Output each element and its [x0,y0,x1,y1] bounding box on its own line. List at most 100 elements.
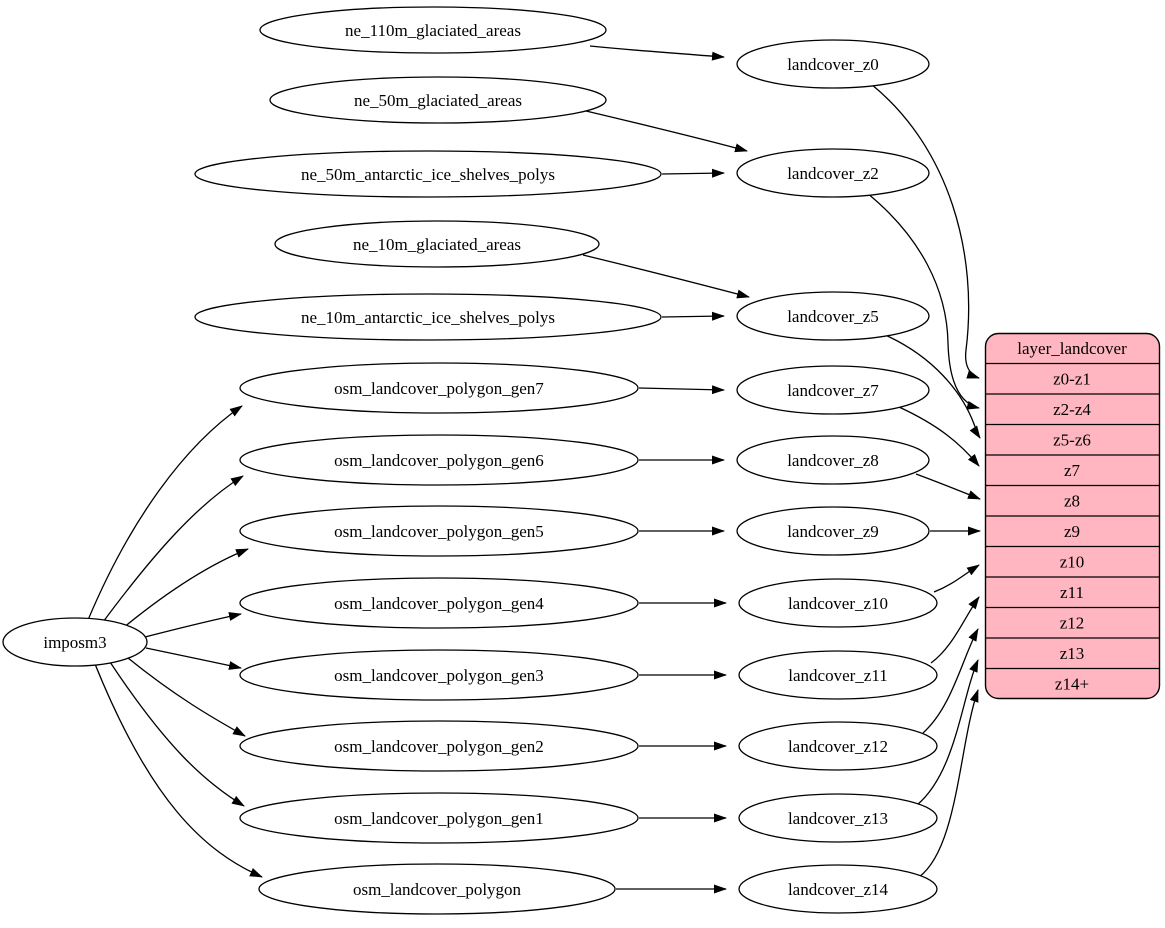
ne-50m-glaciated-areas-label: ne_50m_glaciated_areas [354,91,522,110]
osm-landcover-polygon-ellipse [258,863,616,915]
ne-110m-glaciated-areas-ellipse [259,6,607,54]
landcover-z7-ellipse [736,365,930,415]
node-ne-50m-glaciated-areas: ne_50m_glaciated_areas [269,76,607,124]
edge-ne50m-glaciated-to-z2 [585,110,748,153]
osm-landcover-polygon-gen7-label: osm_landcover_polygon_gen7 [334,379,544,398]
osm-landcover-polygon-gen4-label: osm_landcover_polygon_gen4 [334,594,544,613]
osm-landcover-polygon-gen4-ellipse [239,577,639,629]
edge-gen7-to-z7 [638,385,725,395]
edge-imposm3-to-gen3 [145,647,242,670]
landcover-z2-label: landcover_z2 [787,164,879,183]
landcover-z11-ellipse [738,650,938,700]
landcover-z5-ellipse [736,291,930,341]
osm-landcover-polygon-gen5-label: osm_landcover_polygon_gen5 [334,522,544,541]
osm-landcover-polygon-gen2-ellipse [239,720,639,772]
node-landcover-z14: landcover_z14 [738,864,938,914]
record-row-z8: z8 [1064,492,1080,511]
osm-landcover-polygon-gen6-ellipse [239,434,639,486]
node-landcover-z0: landcover_z0 [736,39,930,89]
ne-10m-antarctic-ice-shelves-polys-label: ne_10m_antarctic_ice_shelves_polys [301,308,555,327]
edge-z14-to-port-z14 [918,689,979,878]
edge-z11-to-port-z11 [930,596,980,664]
landcover-z12-label: landcover_z12 [788,737,888,756]
landcover-z14-label: landcover_z14 [788,880,889,899]
landcover-z13-label: landcover_z13 [788,809,888,828]
edge-imposm3-to-gen1 [109,661,245,807]
ne-10m-glaciated-areas-ellipse [274,220,600,268]
ne-10m-antarctic-ice-shelves-polys-ellipse [194,293,662,341]
edge-imposm3-to-gen7 [87,405,243,621]
osm-landcover-polygon-gen3-label: osm_landcover_polygon_gen3 [334,666,544,685]
node-osm-landcover-polygon-gen3: osm_landcover_polygon_gen3 [239,649,639,701]
layer-landcover-title: layer_landcover [1017,339,1127,358]
edge-z5-to-port-z5-z6 [882,333,981,439]
osm-landcover-polygon-gen6-label: osm_landcover_polygon_gen6 [334,451,544,470]
landcover-z13-ellipse [738,793,938,843]
node-osm-landcover-polygon-gen6: osm_landcover_polygon_gen6 [239,434,639,486]
node-ne-10m-glaciated-areas: ne_10m_glaciated_areas [274,220,600,268]
node-osm-landcover-polygon-gen1: osm_landcover_polygon_gen1 [239,792,639,844]
edge-ne10m-glaciated-to-z5 [582,254,750,299]
node-landcover-z2: landcover_z2 [736,148,930,198]
node-imposm3: imposm3 [2,617,148,667]
node-landcover-z5: landcover_z5 [736,291,930,341]
landcover-z9-label: landcover_z9 [787,522,879,541]
edge-ne10m-antarctic-to-z5 [661,311,725,321]
node-ne-50m-antarctic-ice-shelves-polys: ne_50m_antarctic_ice_shelves_polys [194,150,662,198]
edge-layer [87,45,981,894]
record-row-z2-z4: z2-z4 [1053,400,1091,419]
edge-z10-to-port-z10 [933,564,980,593]
edge-z13-to-port-z13 [916,659,979,806]
edge-z8-to-port-z8 [915,473,981,500]
osm-landcover-polygon-gen1-ellipse [239,792,639,844]
osm-landcover-polygon-gen3-ellipse [239,649,639,701]
record-row-z14: z14+ [1055,675,1089,694]
edge-z2-to-port-z2-z4 [866,192,980,410]
edge-z0-to-port-z0-z1 [870,83,980,379]
osm-landcover-polygon-gen5-ellipse [239,505,639,557]
osm-landcover-polygon-gen2-label: osm_landcover_polygon_gen2 [334,737,544,756]
node-osm-landcover-polygon-gen4: osm_landcover_polygon_gen4 [239,577,639,629]
ne-50m-glaciated-areas-ellipse [269,76,607,124]
node-landcover-z7: landcover_z7 [736,365,930,415]
edge-imposm3-to-gen4 [144,612,242,638]
landcover-z5-label: landcover_z5 [787,307,879,326]
node-landcover-z13: landcover_z13 [738,793,938,843]
ne-10m-glaciated-areas-label: ne_10m_glaciated_areas [353,235,521,254]
node-landcover-z8: landcover_z8 [736,435,930,485]
landcover-z12-ellipse [738,721,938,771]
node-osm-landcover-polygon-gen5: osm_landcover_polygon_gen5 [239,505,639,557]
ne-110m-glaciated-areas-label: ne_110m_glaciated_areas [345,21,521,40]
landcover-z8-label: landcover_z8 [787,451,879,470]
record-row-z9: z9 [1064,522,1080,541]
landcover-z0-label: landcover_z0 [787,55,879,74]
edge-ne110m-glaciated-to-z0 [589,45,725,61]
landcover-z7-label: landcover_z7 [787,381,879,400]
landcover-z10-ellipse [738,578,938,628]
landcover-z2-ellipse [736,148,930,198]
edge-ne50m-antarctic-to-z2 [661,168,725,178]
node-ne-10m-antarctic-ice-shelves-polys: ne_10m_antarctic_ice_shelves_polys [194,293,662,341]
node-osm-landcover-polygon-gen2: osm_landcover_polygon_gen2 [239,720,639,772]
osm-landcover-polygon-label: osm_landcover_polygon [353,880,522,899]
landcover-z9-ellipse [736,506,930,556]
landcover-z10-label: landcover_z10 [788,594,888,613]
osm-landcover-polygon-gen7-ellipse [239,362,639,414]
node-osm-landcover-polygon-gen7: osm_landcover_polygon_gen7 [239,362,639,414]
record-row-z10: z10 [1060,553,1085,572]
edge-imposm3-to-gen2 [127,657,246,737]
record-row-z7: z7 [1064,461,1081,480]
osm-landcover-polygon-gen1-label: osm_landcover_polygon_gen1 [334,809,544,828]
record-row-z0-z1: z0-z1 [1053,370,1091,389]
node-layer-landcover: layer_landcover z0-z1 z2-z4 z5-z6 z7 z8 … [984,332,1161,700]
record-row-z11: z11 [1060,583,1084,602]
edge-imposm3-to-polygon [94,663,263,878]
node-osm-landcover-polygon: osm_landcover_polygon [258,863,616,915]
imposm3-ellipse [2,617,148,667]
ne-50m-antarctic-ice-shelves-polys-ellipse [194,150,662,198]
record-row-z5-z6: z5-z6 [1053,431,1091,450]
node-landcover-z9: landcover_z9 [736,506,930,556]
landcover-z11-label: landcover_z11 [788,666,887,685]
